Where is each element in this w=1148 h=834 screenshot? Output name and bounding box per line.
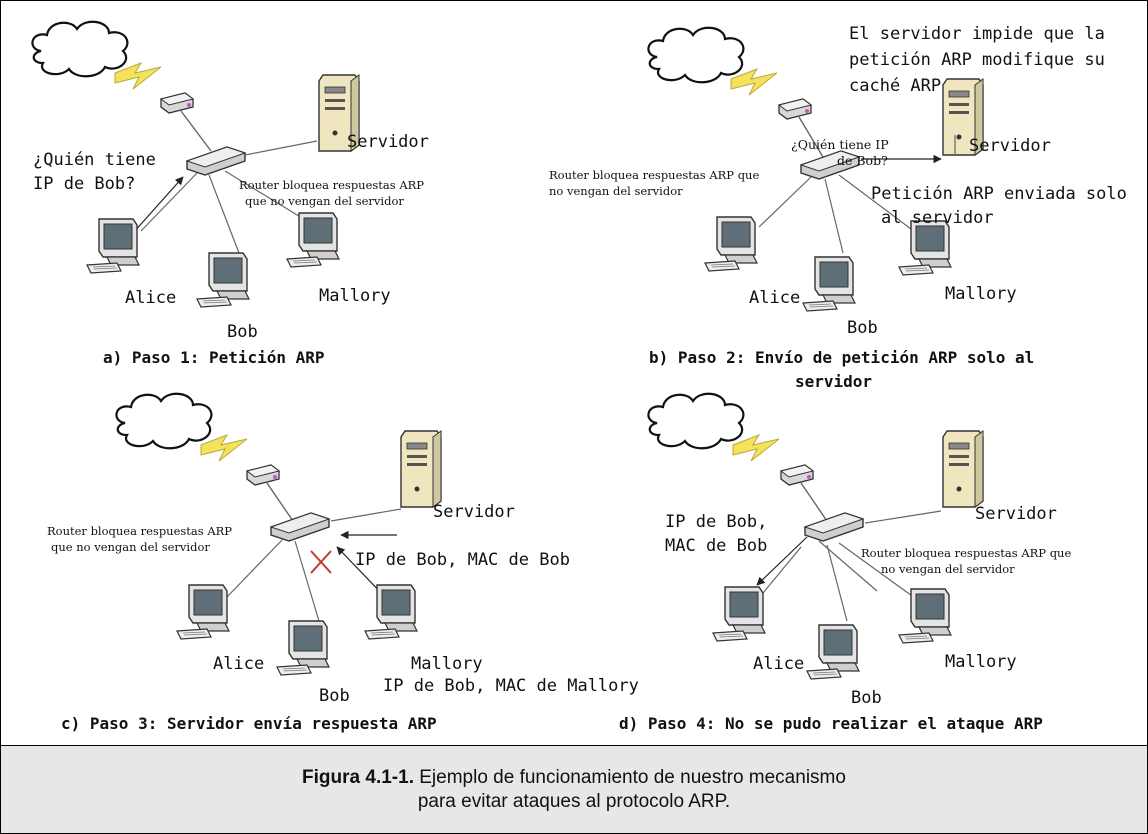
host-label-bob: Bob [847, 318, 878, 338]
question-note-line1: ¿Quién tiene IP [791, 137, 889, 152]
host-label-server: Servidor [975, 504, 1057, 524]
host-label-alice: Alice [749, 288, 800, 308]
reply-note-line1: IP de Bob, [665, 512, 767, 532]
figure-caption-line1: Figura 4.1-1. Ejemplo de funcionamiento … [1, 766, 1147, 790]
router-note-line1: Router bloquea respuestas ARP que [861, 546, 1071, 560]
host-label-alice: Alice [125, 288, 176, 308]
question-note-line1: ¿Quién tiene [33, 150, 156, 170]
router-note-line2: que no vengan del servidor [245, 194, 404, 208]
host-label-mallory: Mallory [319, 286, 391, 306]
reply-note: IP de Bob, MAC de Bob [355, 550, 570, 570]
question-note-line2: de Bob? [837, 153, 888, 168]
question-note-line2: IP de Bob? [33, 174, 135, 194]
panel-a: Alice Bob Mallory Servidor ¿Quién tiene … [31, 20, 429, 367]
router-note-line1: Router bloquea respuestas ARP que [549, 168, 759, 182]
router-note-line1: Router bloquea respuestas ARP [239, 178, 424, 192]
panel-d: Alice Bob Mallory Servidor IP de Bob, MA… [619, 392, 1071, 733]
panel-c-caption: c) Paso 3: Servidor envía respuesta ARP [61, 714, 437, 733]
server-note-line3: caché ARP [849, 76, 941, 96]
host-label-mallory: Mallory [411, 654, 483, 674]
sent-note-line1: Petición ARP enviada solo [871, 184, 1127, 204]
host-label-server: Servidor [433, 502, 515, 522]
router-note-line2: que no vengan del servidor [51, 540, 210, 554]
panel-b-caption-line1: b) Paso 2: Envío de petición ARP solo al [649, 348, 1034, 367]
host-label-mallory: Mallory [945, 652, 1017, 672]
figure-caption-line2: para evitar ataques al protocolo ARP. [417, 791, 731, 812]
router-note-line2: no vengan del servidor [549, 184, 683, 198]
panel-b-caption-line2: servidor [795, 372, 872, 391]
arp-diagram: Alice Bob Mallory Servidor ¿Quién tiene … [31, 20, 1127, 733]
host-label-mallory: Mallory [945, 284, 1017, 304]
panel-b: Alice Bob Mallory Servidor El servidor i… [549, 24, 1127, 391]
figure-caption-text1: Ejemplo de funcionamiento de nuestro mec… [413, 767, 846, 788]
host-label-bob: Bob [851, 688, 882, 708]
panel-d-caption: d) Paso 4: No se pudo realizar el ataque… [619, 714, 1043, 733]
reply-note-line2: MAC de Bob [665, 536, 767, 556]
router-note-line1: Router bloquea respuestas ARP [47, 524, 232, 538]
host-label-alice: Alice [213, 654, 264, 674]
host-label-server: Servidor [347, 132, 429, 152]
server-note-line2: petición ARP modifique su [849, 50, 1105, 70]
host-label-bob: Bob [319, 686, 350, 706]
panel-a-caption: a) Paso 1: Petición ARP [103, 348, 325, 367]
sent-note-line2: al servidor [881, 208, 994, 228]
figure-caption: Figura 4.1-1. Ejemplo de funcionamiento … [1, 745, 1147, 833]
panel-c: Alice Bob Mallory Servidor Router bloque… [47, 392, 639, 733]
server-note-line1: El servidor impide que la [849, 24, 1105, 44]
host-label-alice: Alice [753, 654, 804, 674]
spoof-note: IP de Bob, MAC de Mallory [383, 676, 639, 696]
host-label-server: Servidor [969, 136, 1051, 156]
figure-label: Figura 4.1-1. [302, 767, 414, 788]
router-note-line2: no vengan del servidor [881, 562, 1015, 576]
host-label-bob: Bob [227, 322, 258, 342]
